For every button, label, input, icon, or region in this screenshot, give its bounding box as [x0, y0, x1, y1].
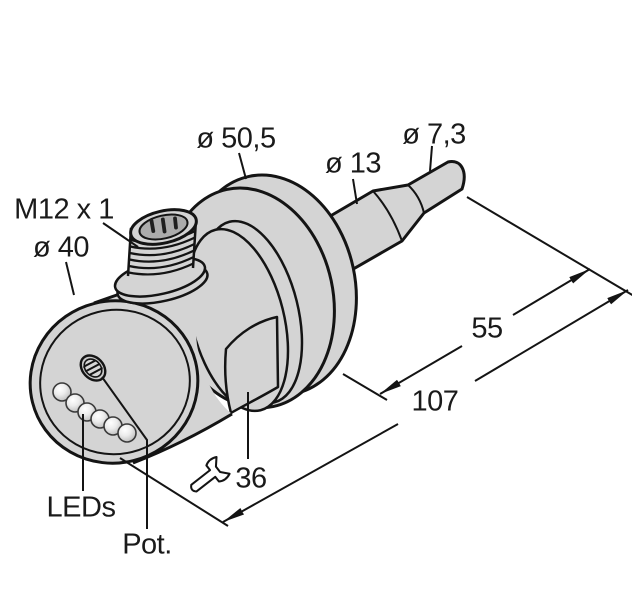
shaft-taper-curve	[407, 184, 425, 214]
label-dimension-55: 55	[471, 312, 503, 345]
leader-tip-diameter	[429, 145, 433, 172]
dimension-55-right	[512, 268, 591, 316]
potentiometer	[79, 354, 107, 382]
label-dimension-107: 107	[411, 385, 459, 418]
shaft-shoulder-curve	[372, 190, 403, 242]
hex-flat-face	[223, 315, 280, 415]
leader-flange-diameter	[238, 152, 247, 180]
leader-shaft-diameter	[352, 178, 358, 205]
led-1	[52, 382, 72, 402]
extension-line-tip	[466, 196, 632, 297]
leader-lines	[65, 145, 433, 529]
leader-pot	[101, 376, 148, 529]
label-leds: LEDs	[46, 491, 116, 524]
extension-line-body	[119, 457, 229, 527]
dimension-lines	[119, 196, 632, 527]
label-body-diameter: ø 40	[32, 231, 90, 264]
connector-pins	[149, 216, 178, 234]
dimension-55-left	[379, 345, 463, 395]
body-front-face-rim	[39, 308, 191, 456]
label-wrench-size: 36	[235, 462, 267, 495]
led-array	[52, 382, 137, 443]
led-6	[117, 423, 137, 443]
label-shaft-diameter: ø 13	[324, 147, 382, 180]
m12-connector	[113, 208, 209, 305]
hex-boss	[186, 219, 304, 415]
extension-line-flange	[342, 373, 388, 401]
body-front-face	[28, 299, 200, 465]
leader-body-diameter	[65, 261, 75, 296]
dimension-107-right	[474, 289, 629, 382]
label-thread: M12 x 1	[14, 193, 114, 226]
leader-thread	[102, 222, 139, 248]
label-pot: Pot.	[122, 528, 172, 561]
dimension-107-left	[222, 423, 399, 523]
wrench-icon	[190, 455, 231, 493]
label-flange-diameter: ø 50,5	[196, 122, 276, 155]
label-tip-diameter: ø 7,3	[402, 118, 466, 151]
